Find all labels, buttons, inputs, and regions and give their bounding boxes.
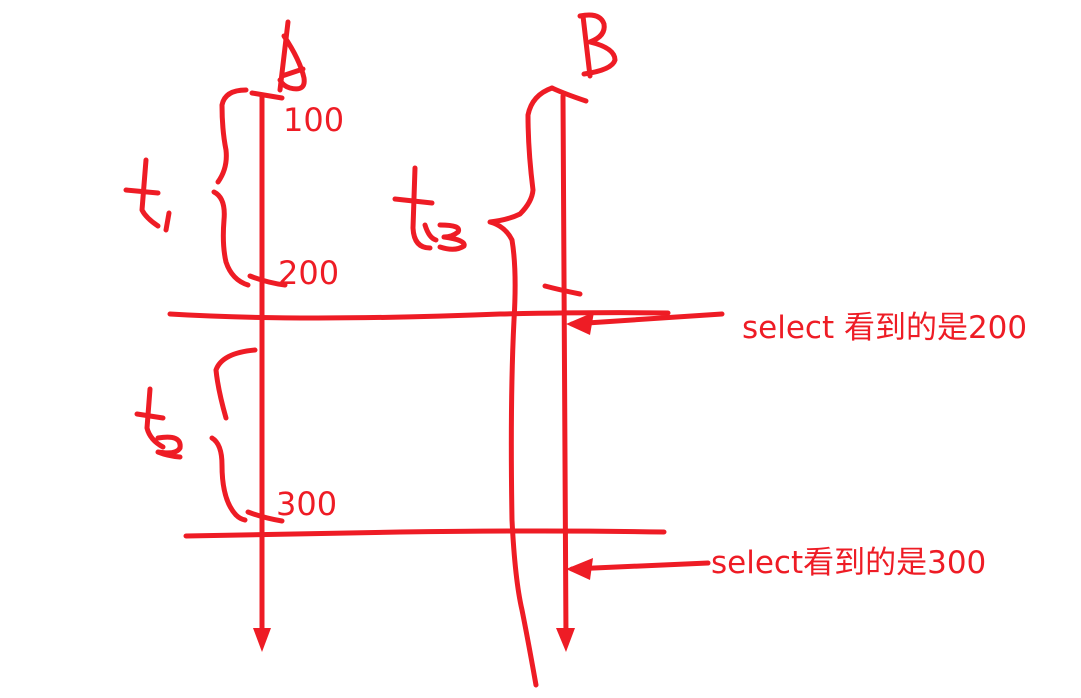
- label-a-glyph: [277, 19, 307, 93]
- timeline-a-start-tick: [249, 90, 285, 101]
- timeline-b-start-tick: [549, 85, 589, 104]
- annotation-select-200: select 看到的是200: [742, 310, 1028, 346]
- timeline-b-arrowhead: [556, 628, 575, 652]
- arrow-2-head: [566, 558, 593, 580]
- horizontal-line-2: [183, 528, 667, 539]
- t2-glyph: [134, 386, 183, 460]
- brace-t1: [211, 87, 251, 288]
- value-200: 200: [278, 254, 340, 292]
- horizontal-line-1: [167, 310, 671, 321]
- label-b-glyph: [577, 12, 618, 79]
- value-300: 300: [276, 485, 338, 523]
- arrow-1-head: [566, 312, 594, 335]
- brace-t2: [209, 347, 258, 523]
- arrow-1-shaft: [569, 311, 725, 327]
- tick-300: [245, 509, 285, 524]
- arrow-2-shaft: [569, 560, 711, 572]
- annotation-select-300: select看到的是300: [711, 545, 987, 581]
- timeline-a-arrowhead: [253, 628, 271, 652]
- brace-t3: [487, 85, 555, 688]
- t3-glyph: [392, 165, 467, 252]
- tick-200: [247, 273, 288, 288]
- timeline-b-axis: [560, 93, 569, 643]
- value-100: 100: [283, 101, 345, 139]
- t1-glyph: [123, 157, 172, 233]
- timeline-b-tick: [542, 283, 583, 297]
